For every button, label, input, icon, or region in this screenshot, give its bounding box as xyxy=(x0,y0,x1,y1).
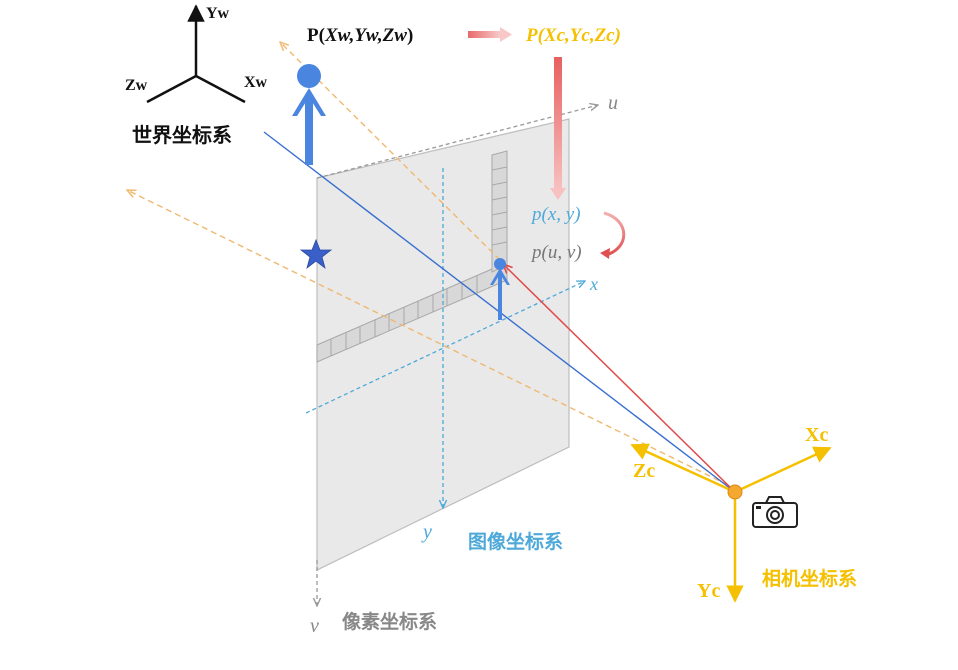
pixel-u-label: u xyxy=(608,92,618,114)
pixel-grid-lines xyxy=(330,166,508,356)
image-plane: u v x y xyxy=(305,92,618,637)
world-z-axis xyxy=(146,74,197,104)
camera-x-label: Xc xyxy=(805,424,828,446)
image-point-label: p(x, y) xyxy=(530,204,581,225)
projection-ray xyxy=(503,264,736,493)
image-to-pixel-curve-arrow xyxy=(603,211,626,257)
camera-y-label: Yc xyxy=(697,580,720,602)
world-y-label: Yw xyxy=(206,5,230,22)
pixel-v-label: v xyxy=(310,615,319,637)
world-z-label: Zw xyxy=(125,77,148,94)
camera-axes: Xc Zc Yc 相机坐标系 xyxy=(630,424,857,603)
world-x-label: Xw xyxy=(244,74,268,91)
pixel-coordinate-label: 像素坐标系 xyxy=(342,610,437,633)
camera-icon xyxy=(752,496,798,528)
image-y-label: y xyxy=(421,521,432,543)
down-arrow-shaft xyxy=(554,57,562,190)
camera-origin xyxy=(727,484,743,500)
dashed-ray-top xyxy=(280,42,501,261)
camera-coordinate-label: 相机坐标系 xyxy=(762,568,857,590)
transform-arrow-shaft xyxy=(468,31,500,38)
world-x-axis xyxy=(195,74,246,104)
star-icon xyxy=(299,238,333,270)
image-person-icon xyxy=(490,258,510,320)
image-coordinate-label: 图像坐标系 xyxy=(468,530,563,553)
down-arrow-head xyxy=(550,188,566,200)
camera-x-axis xyxy=(734,446,832,494)
world-point-label: P(Xw,Yw,Zw) xyxy=(307,25,413,46)
pixel-point-label: p(u, v) xyxy=(530,242,582,263)
camera-point-label: P(Xc,Yc,Zc) xyxy=(525,25,621,46)
camera-z-axis xyxy=(630,443,736,494)
curve-arrow-head xyxy=(600,248,610,259)
dashed-ray-camera-z xyxy=(127,190,729,486)
world-person-icon xyxy=(292,64,326,165)
projection-dashed-lines xyxy=(127,42,729,486)
image-x-label: x xyxy=(589,274,598,294)
world-axes: Yw Zw Xw 世界坐标系 xyxy=(125,4,268,147)
world-coordinate-label: 世界坐标系 xyxy=(132,123,232,147)
camera-z-label: Zc xyxy=(633,460,655,482)
transform-arrow-head xyxy=(500,27,512,42)
pixel-u-axis xyxy=(316,105,598,179)
